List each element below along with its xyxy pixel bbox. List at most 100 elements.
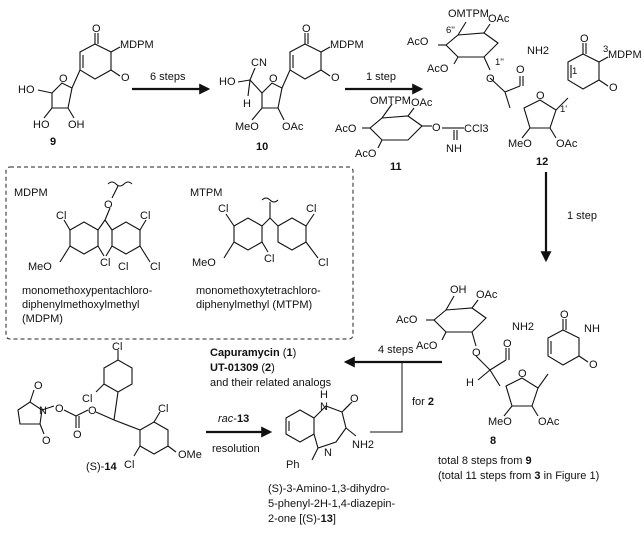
- c8-aco-3: AcO: [416, 340, 438, 352]
- c12-locant-1pp: 1'': [495, 57, 504, 68]
- c9-ho-3prime: HO: [33, 119, 50, 131]
- product-analogs: and their related analogs: [210, 377, 332, 389]
- c10-number: 10: [256, 141, 268, 153]
- compound-9: O O MDPM O HO HO OH 9: [18, 23, 154, 148]
- legend-mdpm-o: O: [104, 199, 113, 211]
- legend-mdpm-name-2: diphenylmethoxylmethyl: [22, 299, 139, 311]
- c10-carbonyl-o-bottom: O: [331, 72, 340, 84]
- c11-nh: NH: [446, 143, 462, 155]
- c10-oac: OAc: [282, 121, 304, 133]
- c12-locant-3: 3: [603, 44, 608, 55]
- legend-mdpm-cl5: Cl: [150, 261, 160, 273]
- legend-mdpm-cl3: Cl: [100, 257, 110, 269]
- c8-uracil-o-top: O: [560, 309, 569, 321]
- c8-nh2: NH2: [512, 321, 534, 333]
- compound-11-bonds: [362, 103, 464, 149]
- c12-locant-6pp: 6'': [446, 25, 455, 36]
- arrow-1-step-a: 1 step: [345, 71, 424, 95]
- c14-cl-para: Cl: [112, 341, 122, 353]
- total-steps-line1: total 8 steps from 9: [438, 455, 532, 467]
- c14-cl-ring2-top: Cl: [158, 403, 168, 415]
- c12-o-glycosidic: O: [486, 73, 495, 85]
- legend-mtpm-cl3: Cl: [264, 253, 274, 265]
- products-block: Capuramycin (1) UT-01309 (2) and their r…: [210, 347, 332, 389]
- c14-cl-ortho: Cl: [82, 393, 92, 405]
- product-ut01309: UT-01309 (2): [210, 362, 275, 374]
- arrow-6-steps: 6 steps: [132, 71, 211, 95]
- arrow-resolution-label: resolution: [212, 443, 260, 455]
- legend-mtpm-cl4: Cl: [318, 257, 328, 269]
- c8-meo: MeO: [488, 416, 512, 428]
- c8-amide-o: O: [503, 338, 512, 350]
- c12-nh2: NH2: [527, 45, 549, 57]
- c11-number: 11: [390, 161, 402, 173]
- c12-omtpm: OMTPM: [448, 8, 489, 20]
- legend-mdpm-structure: [59, 181, 151, 263]
- legend-mdpm-name-3: (MDPM): [22, 313, 63, 325]
- c8-oac-top: OAc: [476, 289, 498, 301]
- c9-number: 9: [50, 136, 56, 148]
- c11-oac: OAc: [411, 97, 433, 109]
- c13-ph: Ph: [286, 459, 299, 471]
- c10-ring-o: O: [269, 73, 278, 85]
- c10-meo: MeO: [235, 121, 259, 133]
- legend-mdpm-name-1: monomethoxypentachloro-: [22, 285, 153, 297]
- legend-mtpm-title: MTPM: [190, 187, 222, 199]
- c13-h: H: [320, 389, 328, 401]
- c12-locant-1: 1: [572, 66, 577, 77]
- c9-ho-5prime: HO: [18, 84, 35, 96]
- c13-caption-3: 2-one [(S)-13]: [268, 513, 336, 525]
- c12-aco-4: AcO: [407, 36, 429, 48]
- compound-10-bonds: [237, 33, 331, 121]
- legend-mdpm-cl2: Cl: [140, 210, 150, 222]
- c14-label: (S)-14: [86, 461, 117, 473]
- legend-mdpm-title: MDPM: [14, 187, 48, 199]
- compound-9-bonds: [37, 33, 121, 119]
- c11-ccl3: CCl3: [464, 123, 488, 135]
- arrow-for-label: for 2: [412, 396, 434, 408]
- compound-8: OH OAc AcO AcO O NH2 O H O O NH O MeO OA…: [396, 284, 600, 447]
- compound-14: O O N O O O Cl Cl Cl Cl OMe (S)-14: [17, 341, 202, 473]
- legend-mtpm-name-2: diphenylmethyl (MTPM): [196, 299, 312, 311]
- c8-ring-o: O: [518, 368, 527, 380]
- legend-mdpm-cl4: Cl: [118, 261, 128, 273]
- c13-caption-1: (S)-3-Amino-1,3-dihydro-: [268, 483, 390, 495]
- c8-number: 8: [490, 435, 496, 447]
- c12-oac: OAc: [556, 138, 578, 150]
- c8-oh: OH: [450, 284, 467, 296]
- c9-ring-o: O: [59, 73, 68, 85]
- c12-uracil-o-bottom: O: [609, 82, 618, 94]
- compound-14-bonds: [17, 350, 177, 457]
- c12-oac-top: OAc: [488, 13, 510, 25]
- arrow-resolution: rac-13 resolution: [206, 413, 273, 455]
- c14-n: N: [39, 405, 47, 417]
- c11-omtpm: OMTPM: [370, 95, 411, 107]
- legend-mdpm-cl1: Cl: [56, 210, 66, 222]
- c12-meo: MeO: [508, 138, 532, 150]
- c13-o: O: [350, 393, 359, 405]
- arrow-1-step-b-label: 1 step: [567, 210, 597, 222]
- c10-ho: HO: [219, 76, 236, 88]
- legend-mtpm-structure: [223, 197, 319, 259]
- c11-o: O: [432, 122, 441, 134]
- c14-o-link: O: [55, 403, 64, 415]
- c12-locant-1p: 1': [560, 104, 567, 115]
- c12-amide-o: O: [516, 64, 525, 76]
- c10-cn: CN: [251, 57, 267, 69]
- compound-11: OMTPM OAc AcO AcO O CCl3 NH 11: [335, 95, 488, 173]
- compound-12: OMTPM OAc AcO AcO 6'' 1'' O NH2 O O O 3 …: [407, 8, 642, 168]
- c8-h: H: [466, 377, 474, 389]
- legend-mtpm-cl2: Cl: [306, 203, 316, 215]
- c11-aco-4: AcO: [335, 123, 357, 135]
- c10-h: H: [243, 98, 251, 110]
- legend-mtpm-name-1: monomethoxytetrachloro-: [196, 285, 321, 297]
- compound-8-bonds: [426, 295, 589, 417]
- total-steps-line2: (total 11 steps from 3 in Figure 1): [438, 470, 599, 482]
- c12-aco-3: AcO: [427, 63, 449, 75]
- c13-nh2: NH2: [352, 439, 374, 451]
- c9-mdpm-label: MDPM: [120, 39, 154, 51]
- protecting-group-legend: MDPM MTPM O Cl Cl Cl Cl Cl MeO: [5, 166, 354, 340]
- arrow-1-step-b: 1 step: [540, 172, 597, 263]
- arrow-4-steps: 4 steps for 2: [343, 344, 442, 433]
